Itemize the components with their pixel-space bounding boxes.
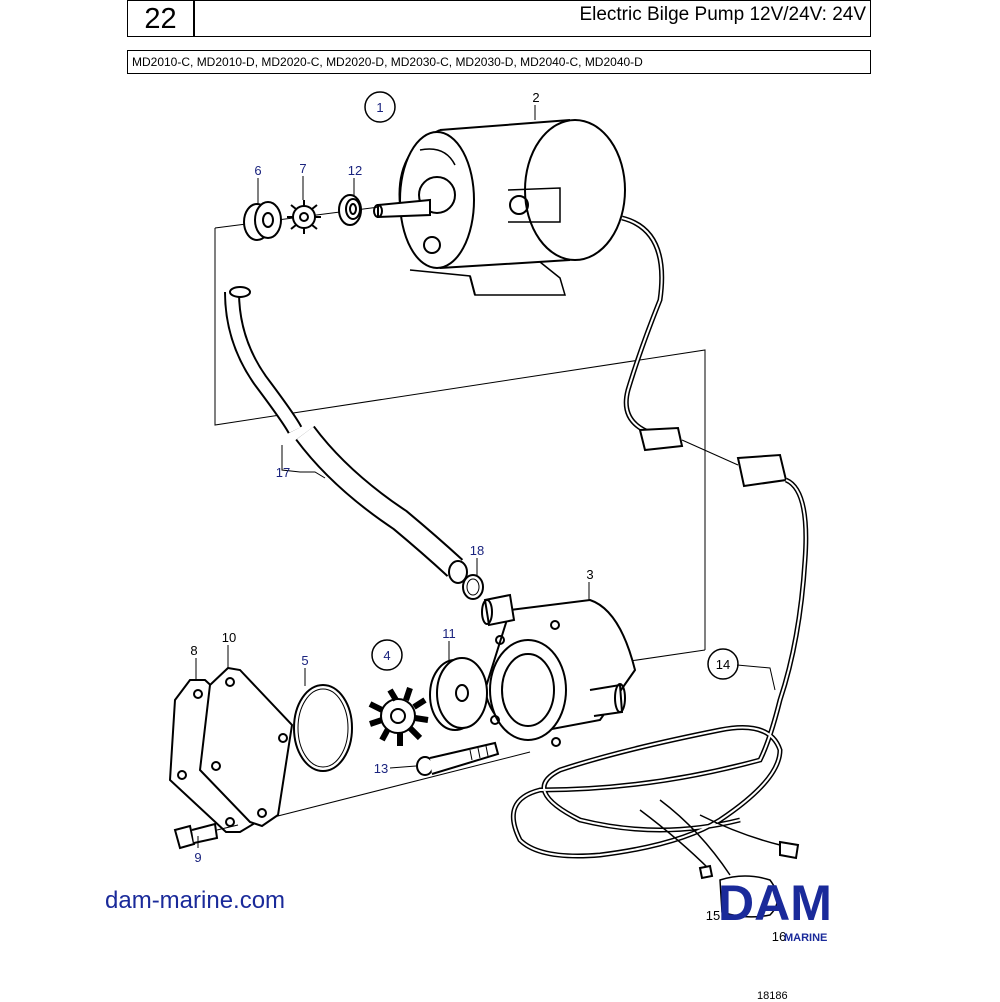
callout-3: 3 xyxy=(586,567,593,582)
callout-7: 7 xyxy=(299,161,306,176)
callout-13: 13 xyxy=(374,761,388,776)
website-link[interactable]: dam-marine.com xyxy=(105,887,286,914)
engine-models: MD2010-C, MD2010-D, MD2020-C, MD2020-D, … xyxy=(132,55,643,69)
bearing xyxy=(338,194,362,226)
brand-logo-subtext: MARINE xyxy=(784,932,828,944)
drive-gear xyxy=(287,200,321,234)
callout-2: 2 xyxy=(532,90,539,105)
gasket xyxy=(198,666,294,828)
seal-ring xyxy=(243,201,282,241)
callout-10: 10 xyxy=(222,630,236,645)
callout-16: 16 xyxy=(772,929,786,944)
wear-plate xyxy=(429,657,488,731)
wiring-harness xyxy=(510,453,809,918)
page-number: 22 xyxy=(144,3,177,35)
callout-4: 4 xyxy=(383,648,390,663)
page-number-box: 22 xyxy=(127,0,194,37)
callout-11: 11 xyxy=(442,626,456,641)
callout-1: 1 xyxy=(376,100,383,115)
callout-circle-4 xyxy=(371,639,403,671)
drawing-number: 18186 xyxy=(757,990,788,1002)
callout-5: 5 xyxy=(301,653,308,668)
callout-15: 15 xyxy=(706,908,720,923)
motor-connector-plug xyxy=(638,426,684,452)
callout-12: 12 xyxy=(348,163,362,178)
callout-14: 14 xyxy=(716,657,730,672)
hose xyxy=(224,286,468,584)
pump-housing xyxy=(481,593,637,747)
long-screw xyxy=(416,741,500,776)
callout-18: 18 xyxy=(470,543,484,558)
brand-logo: DAM xyxy=(718,875,832,931)
o-ring xyxy=(293,684,353,772)
hose-clamp xyxy=(462,574,484,600)
title-box: Electric Bilge Pump 12V/24V: 24V xyxy=(194,0,871,37)
models-box: MD2010-C, MD2010-D, MD2020-C, MD2020-D, … xyxy=(127,50,871,74)
callout-circle-1 xyxy=(364,91,396,123)
callout-17: 17 xyxy=(276,465,290,480)
callout-8: 8 xyxy=(190,643,197,658)
callout-circle-14 xyxy=(707,648,739,680)
bolt xyxy=(173,822,239,850)
leader-lines xyxy=(195,105,776,848)
impeller xyxy=(368,687,429,746)
callout-9: 9 xyxy=(194,850,201,865)
electric-motor xyxy=(373,119,626,296)
callout-6: 6 xyxy=(254,163,261,178)
page-title: Electric Bilge Pump 12V/24V: 24V xyxy=(579,4,866,25)
motor-cable xyxy=(621,215,665,435)
